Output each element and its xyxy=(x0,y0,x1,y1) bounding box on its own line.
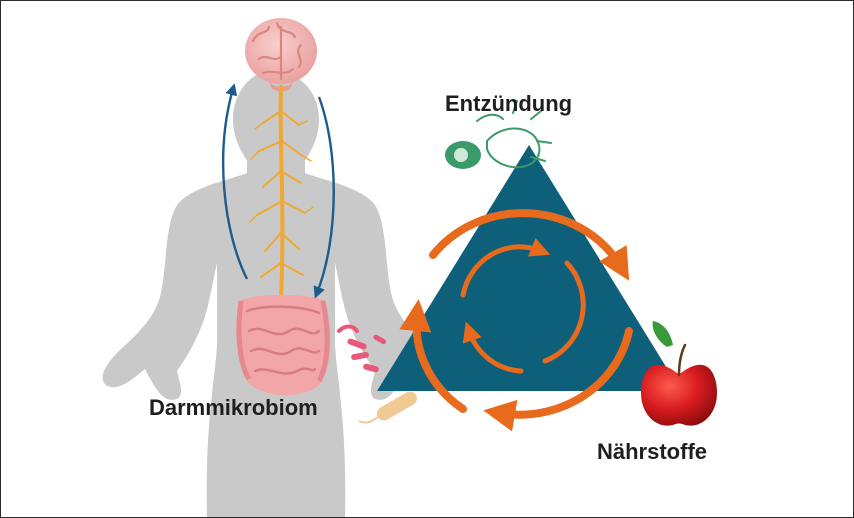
intestine-icon xyxy=(236,295,331,396)
brain-icon xyxy=(245,18,317,92)
label-inflammation: Entzündung xyxy=(445,91,572,116)
label-microbiome: Darmmikrobiom xyxy=(149,395,318,420)
triangle-icon xyxy=(377,145,681,391)
spinal-nerve-icon xyxy=(248,85,314,303)
apple-icon xyxy=(641,321,717,426)
human-body-icon xyxy=(102,71,450,517)
gut-brain-arrows xyxy=(222,83,335,299)
immune-cell-icon xyxy=(445,100,552,169)
bacteria-icon xyxy=(337,324,417,424)
cycle-arrows-icon xyxy=(399,209,633,432)
label-nutrients: Nährstoffe xyxy=(597,439,707,464)
